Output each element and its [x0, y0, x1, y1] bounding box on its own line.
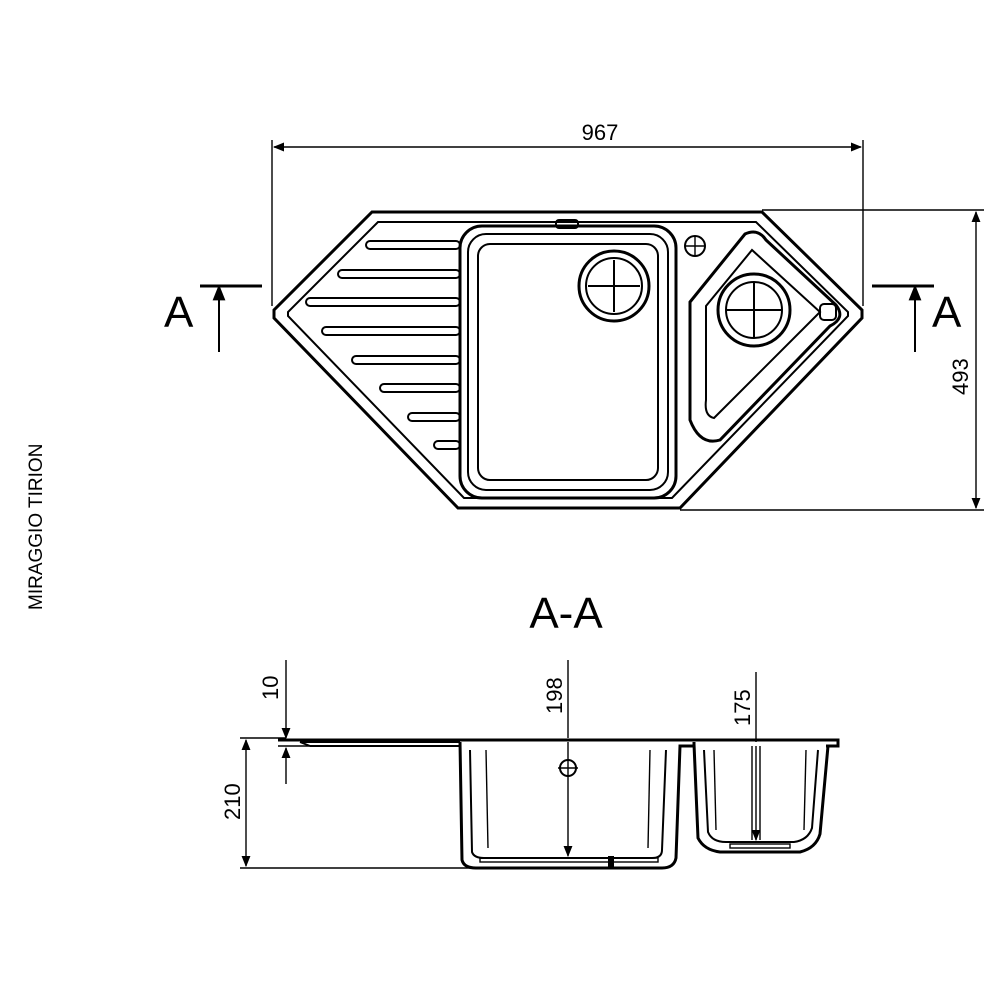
sink-inner-outline — [287, 221, 849, 499]
section-marker-left: A — [164, 284, 262, 352]
section-marker-right: A — [872, 284, 962, 352]
top-view: 967 493 A A — [164, 120, 984, 511]
section-marker-right-label: A — [932, 288, 962, 337]
small-depth-label: 175 — [730, 689, 755, 726]
rim-thickness-label: 10 — [258, 676, 283, 700]
main-bowl-section — [458, 741, 696, 870]
main-bowl — [458, 219, 678, 500]
model-label: MIRAGGIO TIRION — [26, 444, 47, 610]
main-drain — [577, 249, 651, 323]
section-title: A-A — [529, 589, 603, 638]
tap-hole — [684, 235, 706, 257]
section-marker-left-label: A — [164, 288, 194, 337]
small-bowl-section — [692, 743, 830, 854]
width-dimension-label: 967 — [582, 120, 619, 145]
depth-dimension-label: 493 — [948, 358, 973, 395]
small-drain — [716, 272, 792, 348]
sink-outer-outline — [272, 210, 864, 510]
main-depth-label: 198 — [542, 677, 567, 714]
overflow-slot — [555, 219, 579, 229]
small-bowl — [688, 230, 842, 443]
section-view: 10 210 198 175 — [220, 660, 840, 870]
total-height-label: 210 — [220, 783, 245, 820]
